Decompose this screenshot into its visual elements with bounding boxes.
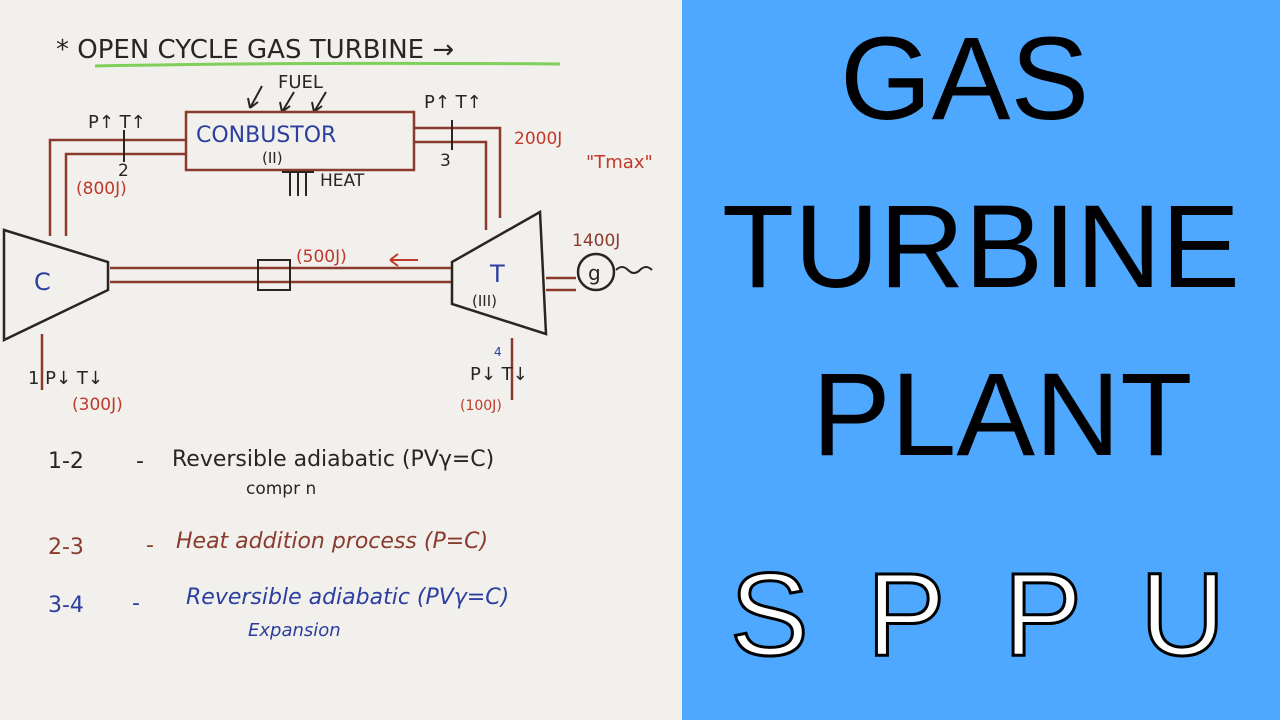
state3-condition: P↑ T↑ (424, 92, 482, 113)
headline-line4: SPPU (728, 549, 1280, 681)
turbine-label: T (489, 260, 505, 288)
state2-number: 2 (118, 161, 129, 181)
combustor-number: (II) (262, 149, 283, 167)
headline-line1: GAS (840, 13, 1090, 145)
shaft-energy: (500J) (296, 247, 347, 267)
generator-circle (576, 252, 616, 292)
shaft-coupling (257, 259, 291, 291)
headline-line3: PLANT (812, 349, 1193, 481)
state1-condition: 1 P↓ T↓ (28, 368, 103, 389)
state4-energy: (100J) (460, 398, 502, 414)
process3-dash: - (132, 591, 140, 616)
state1-energy: (300J) (72, 395, 123, 415)
state3-number: 3 (440, 151, 451, 171)
shaft-arrow (389, 253, 418, 267)
heat-label: HEAT (320, 171, 365, 191)
tmax-label: "Tmax" (586, 152, 653, 173)
diagram-title: * OPEN CYCLE GAS TURBINE → (56, 35, 454, 65)
headline-line2: TURBINE (722, 181, 1240, 313)
process3-text: Reversible adiabatic (PVγ=C) (186, 585, 509, 610)
state4-number: 4 (494, 345, 502, 359)
fuel-label: FUEL (278, 72, 323, 93)
title-underline (94, 61, 561, 68)
heat-arrows (282, 171, 314, 196)
process1-sub: compr n (246, 479, 316, 499)
process3-sub: Expansion (248, 620, 341, 641)
notebook-page: * OPEN CYCLE GAS TURBINE → FUEL CONBUSTO… (0, 0, 682, 720)
generator-wave (615, 266, 653, 274)
compressor-label: C (34, 268, 51, 296)
process1-text: Reversible adiabatic (PVγ=C) (172, 447, 494, 472)
process2-number: 2-3 (48, 535, 84, 560)
generator-label: g (588, 261, 601, 285)
process1-dash: - (136, 449, 144, 474)
turbine-shape (450, 209, 548, 336)
process3-number: 3-4 (48, 593, 84, 618)
title-panel: GAS TURBINE PLANT SPPU (682, 0, 1280, 720)
state4-condition: P↓ T↓ (470, 364, 528, 385)
state2-energy: (800J) (76, 179, 127, 199)
state2-condition: P↑ T↑ (88, 112, 146, 133)
process2-dash: - (146, 533, 154, 558)
duct-lines (40, 126, 576, 400)
process2-text: Heat addition process (P=C) (176, 529, 488, 554)
gas-turbine-diagram: * OPEN CYCLE GAS TURBINE → FUEL CONBUSTO… (2, 35, 653, 641)
generator-energy: 1400J (572, 231, 620, 251)
turbine-number: (III) (472, 292, 497, 310)
compressor-shape (2, 228, 110, 342)
process1-number: 1-2 (48, 449, 84, 474)
state3-energy: 2000J (514, 129, 562, 149)
combustor-label: CONBUSTOR (196, 123, 336, 148)
